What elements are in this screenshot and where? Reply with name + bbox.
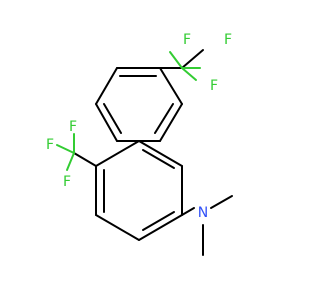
molecule-structure: F F F F F F N [46, 32, 233, 256]
fluorine-atom-label: F [183, 32, 191, 48]
bond [138, 214, 183, 241]
bond [56, 144, 75, 154]
bond [159, 103, 183, 142]
bond [181, 49, 204, 69]
bond [73, 152, 97, 167]
lower-benzene-ring [95, 140, 183, 241]
bond [181, 207, 195, 216]
fluorine-atom-label: F [224, 32, 232, 48]
bond [159, 67, 183, 105]
double-bond-inner [142, 149, 175, 169]
fluorine-atom-label: F [63, 174, 71, 190]
trifluoromethyl-group-upper [159, 49, 204, 81]
bond [95, 214, 140, 241]
upper-benzene-ring [95, 67, 183, 142]
bond [95, 140, 140, 167]
trifluoromethyl-group-lower [56, 133, 97, 171]
dimethylamino-group [181, 195, 233, 256]
bond [95, 67, 118, 105]
bond [181, 67, 197, 81]
double-bond-inner [142, 211, 175, 231]
bond [210, 195, 233, 209]
fluorine-atom-label: F [46, 137, 54, 153]
structure-canvas: F F F F F F N [46, 32, 233, 256]
fluorine-atom-label: F [210, 78, 218, 94]
bond [95, 103, 118, 142]
fluorine-atom-label: F [69, 119, 77, 135]
bond [138, 140, 183, 167]
atom-labels: F F F F F F N [46, 32, 232, 221]
bond [66, 152, 75, 171]
nitrogen-atom-label: N [198, 205, 208, 221]
bond [169, 51, 183, 69]
double-bond-inner [154, 103, 174, 134]
double-bond-inner [103, 103, 122, 134]
